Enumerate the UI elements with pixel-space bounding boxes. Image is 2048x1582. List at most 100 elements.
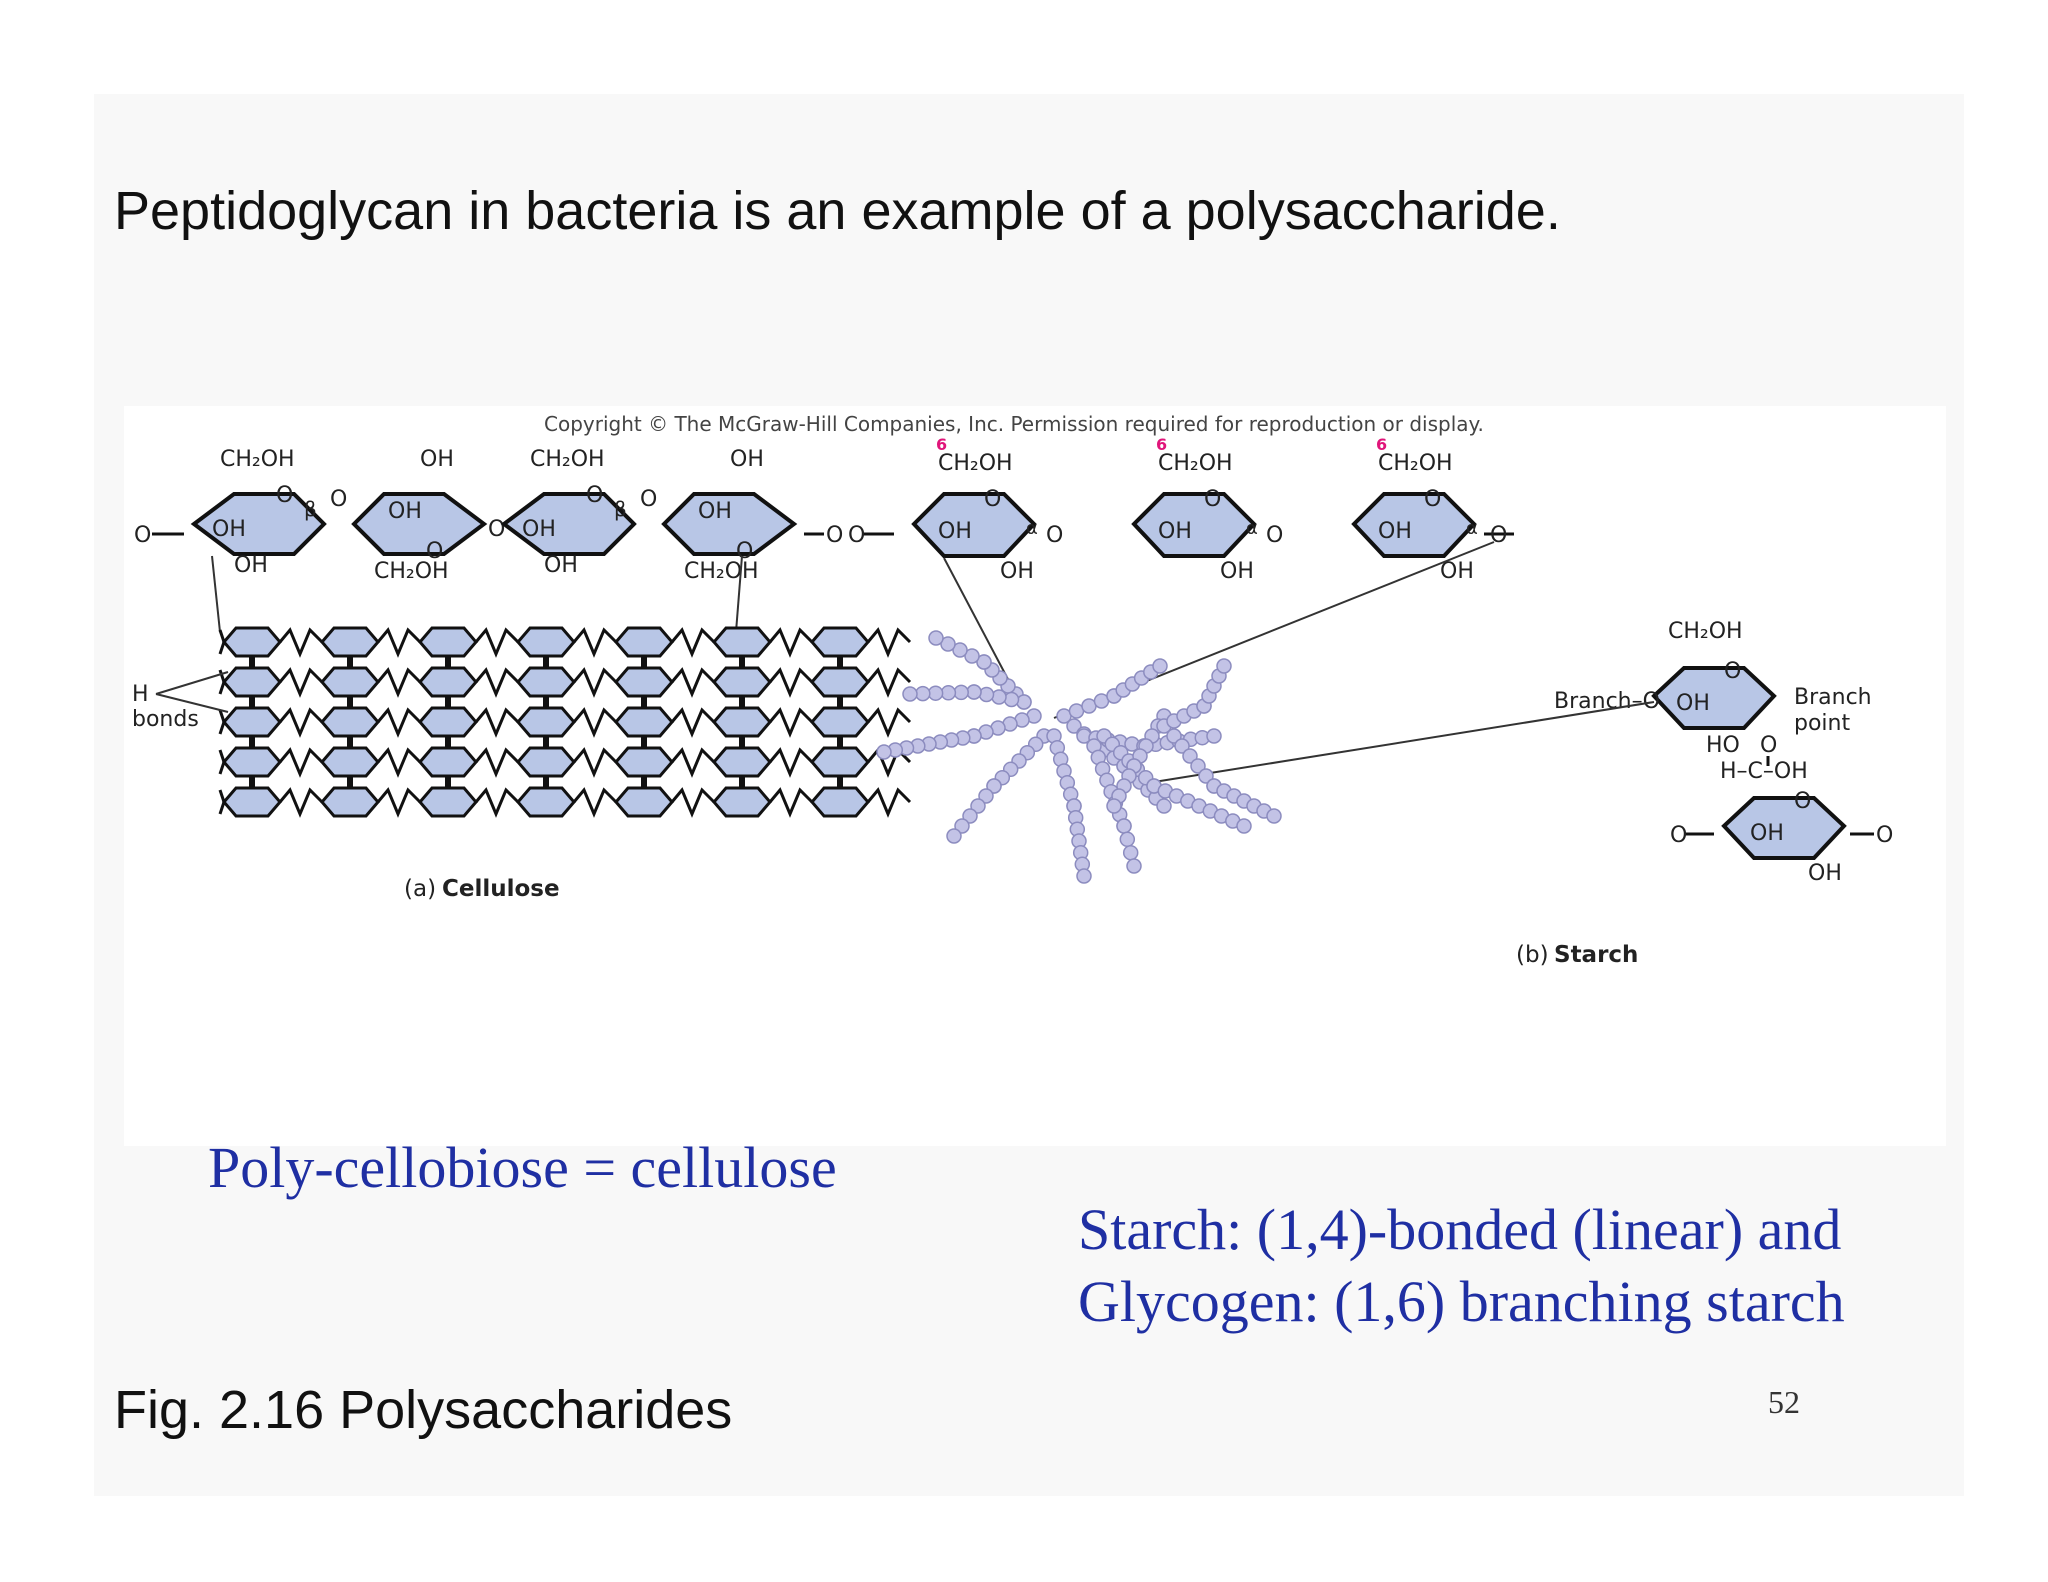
copyright-notice: Copyright © The McGraw-Hill Companies, I… (544, 412, 1484, 436)
glucose-bead (1166, 728, 1182, 744)
glycosidic-link (278, 707, 324, 738)
glucose-ring (661, 492, 798, 556)
cellulose-unit (516, 746, 576, 778)
ring-o: O (1794, 789, 1811, 814)
cellulose-unit (810, 786, 870, 818)
ring-o: O (1424, 487, 1441, 512)
figure-drawing: O CH₂OH O OH OH β O OH OH CH₂OH O O CH₂O… (132, 435, 1893, 968)
cellulose-unit (614, 666, 674, 698)
glycosidic-link (866, 707, 912, 738)
page-number: 52 (1768, 1384, 1800, 1420)
glycosidic-link (866, 667, 912, 698)
ring-oh: OH (1378, 519, 1412, 544)
hydrogen-bond (347, 696, 353, 708)
starch-left-o: O (848, 523, 865, 548)
hydrogen-bond (739, 736, 745, 748)
ring-oh: OH (1158, 519, 1192, 544)
glucose-bead (952, 642, 968, 658)
ring-ch2oh: CH₂OH (374, 559, 449, 584)
link-o: O (488, 517, 505, 542)
cellulose-panel-label: (a) (404, 876, 436, 902)
glucose-bead (940, 685, 957, 701)
ring-oh: OH (1440, 559, 1474, 584)
beta-label: β (304, 497, 317, 521)
glucose-bead (927, 685, 944, 701)
branch-point-label-2: point (1794, 711, 1850, 736)
link-o: O (1266, 523, 1283, 548)
ring-o: O (984, 487, 1001, 512)
glucose-bead (1190, 758, 1206, 774)
ring-oh: OH (730, 447, 764, 472)
ring-o: O (736, 539, 753, 564)
glucose-bead (928, 630, 944, 646)
ring-oh: OH (212, 517, 246, 542)
branch-point-label-1: Branch (1794, 685, 1872, 710)
hydrogen-bond (641, 656, 647, 668)
glycosidic-link (670, 627, 716, 658)
glucose-bead (962, 808, 978, 824)
alpha-label: α (1246, 518, 1258, 539)
ring-ch2oh: CH₂OH (1378, 451, 1453, 476)
cellulose-unit (418, 706, 478, 738)
glucose-bead (1119, 831, 1136, 848)
glucose-bead (1216, 658, 1232, 674)
hydrogen-bond (543, 736, 549, 748)
glucose-bead (1122, 844, 1139, 861)
hydrogen-bond (249, 656, 255, 668)
cellulose-unit (222, 786, 282, 818)
starch-caption: Starch: (1,4)-bonded (linear) and Glycog… (1078, 1194, 1845, 1338)
ring-oh: OH (1676, 691, 1710, 716)
starch-caption-line-2: Glycogen: (1,6) branching starch (1078, 1269, 1845, 1334)
cellulose-unit (516, 786, 576, 818)
glycosidic-link (376, 787, 422, 818)
cellulose-right-o: O (826, 523, 843, 548)
cellulose-unit (418, 746, 478, 778)
glycosidic-link (670, 747, 716, 778)
cellulose-unit (810, 746, 870, 778)
ring-oh: OH (1750, 821, 1784, 846)
cellulose-unit (320, 786, 380, 818)
glucose-ring (1721, 796, 1847, 860)
hydrogen-bond (249, 696, 255, 708)
glucose-bead (1152, 658, 1168, 674)
cellulose-unit (614, 786, 674, 818)
cellulose-unit (810, 706, 870, 738)
cellulose-unit (320, 706, 380, 738)
glucose-bead (953, 684, 969, 701)
glycosidic-link (866, 787, 912, 818)
ring-oh: OH (1808, 861, 1842, 886)
ring-o: O (276, 483, 293, 508)
cellulose-chain: O CH₂OH O OH OH β O OH OH CH₂OH O O CH₂O… (134, 447, 843, 633)
cellulose-unit (810, 666, 870, 698)
ring-oh: OH (420, 447, 454, 472)
glycosidic-link (670, 787, 716, 818)
glucose-bead (1066, 718, 1082, 734)
hydrogen-bond (837, 776, 843, 788)
glycosidic-link (768, 747, 814, 778)
hbonds-label-bonds: bonds (132, 707, 199, 732)
hydrogen-bond (445, 696, 451, 708)
glucose-bead (1206, 728, 1222, 744)
glycosidic-link (670, 667, 716, 698)
cellulose-unit (418, 786, 478, 818)
hydrogen-bond (739, 776, 745, 788)
alpha-label: α (1026, 518, 1038, 539)
starch-caption-line-1: Starch: (1,4)-bonded (linear) and (1078, 1197, 1842, 1262)
cellulose-unit (614, 746, 674, 778)
hydrogen-bond (641, 736, 647, 748)
glucose-ring (351, 492, 488, 556)
cellulose-unit (418, 666, 478, 698)
glycosidic-link (474, 667, 520, 698)
hydrogen-bond (837, 696, 843, 708)
cellulose-unit (712, 666, 772, 698)
cellulose-unit (712, 746, 772, 778)
cellulose-fiber-mesh (218, 626, 912, 818)
glucose-bead (940, 636, 956, 652)
carbon-number: 6 (936, 435, 947, 454)
ring-oh: OH (1000, 559, 1034, 584)
cellulose-unit (712, 706, 772, 738)
glycosidic-link (572, 707, 618, 738)
cellulose-unit (516, 666, 576, 698)
link-o: O (1046, 523, 1063, 548)
hydrogen-bond (739, 696, 745, 708)
